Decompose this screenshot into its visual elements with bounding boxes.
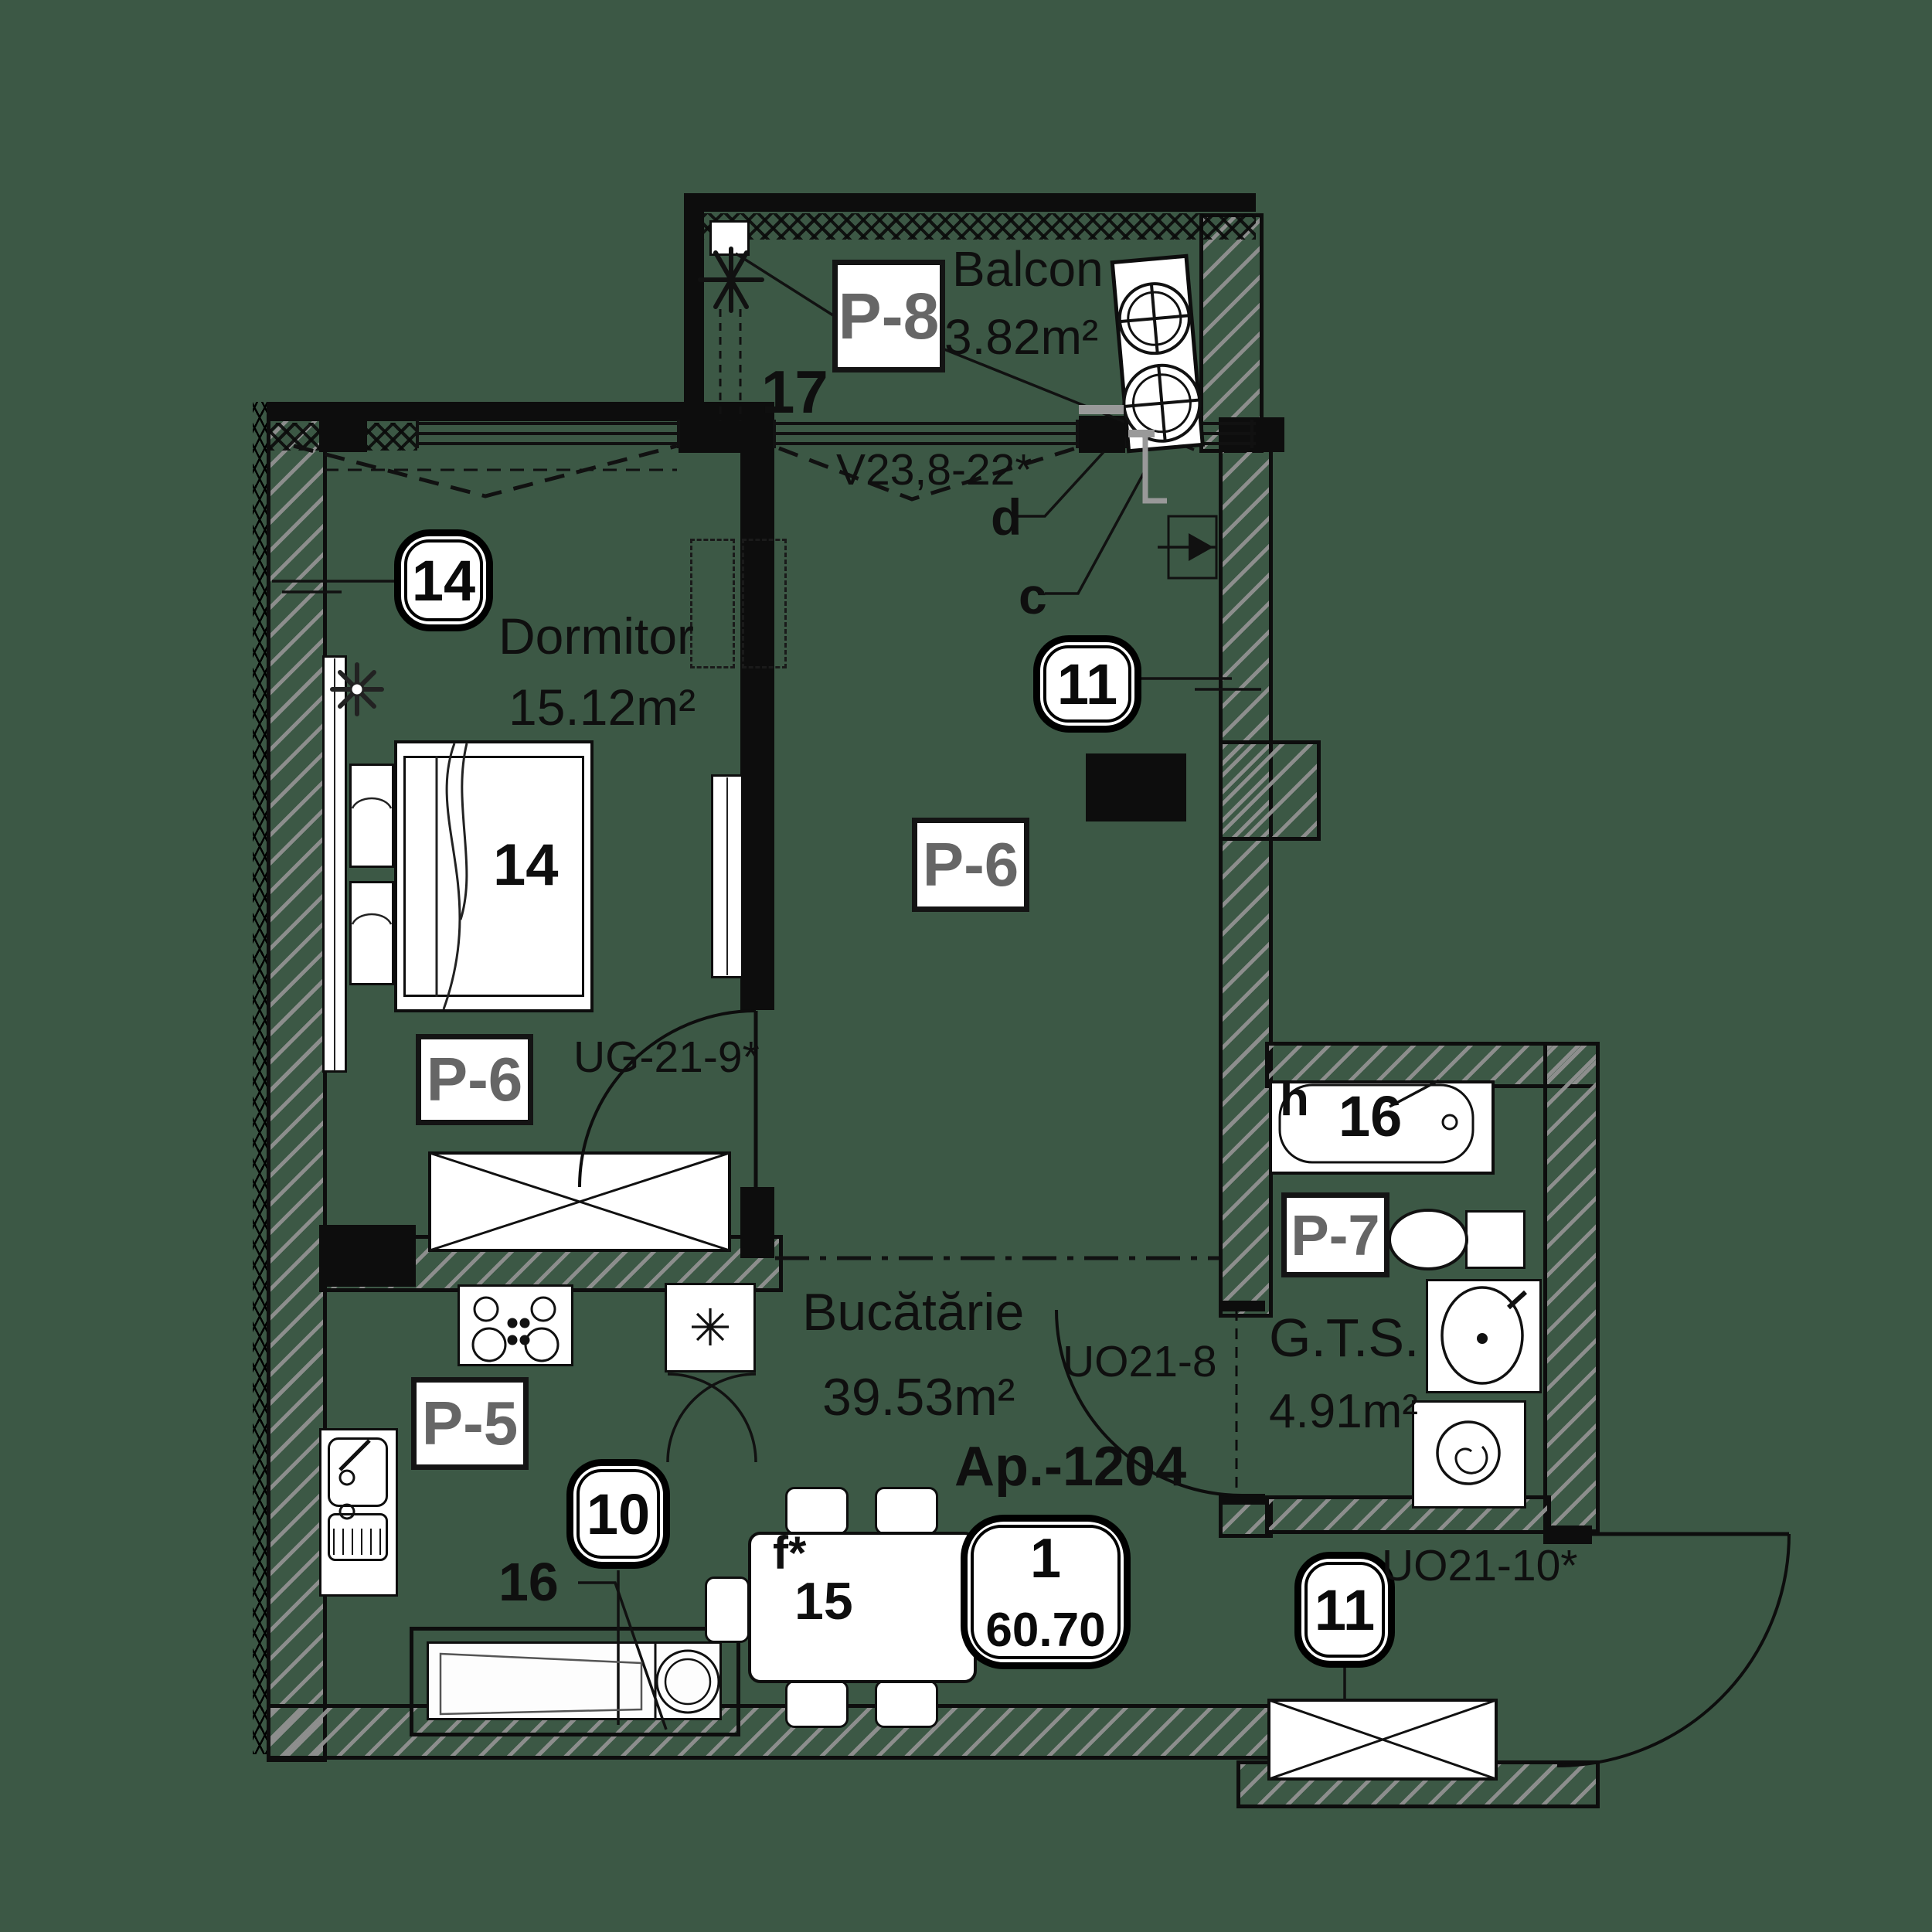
finish-badge-living: P-6 xyxy=(912,818,1029,912)
chair xyxy=(875,1680,938,1728)
kitchen-sink-details xyxy=(333,1439,381,1555)
opening-bedroom-door-code: UG-21-9* xyxy=(573,1032,760,1082)
tub-item-label: 16 xyxy=(1338,1084,1403,1148)
low-counter xyxy=(410,1627,740,1736)
plumbing-gray xyxy=(1079,405,1167,504)
apartment-unit-number: 1 xyxy=(1029,1527,1062,1590)
badge-hall-11: 11 xyxy=(1294,1552,1395,1668)
badge-hall-11-label: 11 xyxy=(1304,1562,1385,1658)
riser-d-label: d xyxy=(991,488,1022,546)
toilet-tank xyxy=(1465,1210,1526,1269)
wall-stub-pier xyxy=(1219,740,1321,841)
chair xyxy=(785,1487,849,1535)
room-area-gts: 4.91m² xyxy=(1269,1385,1418,1438)
badge-counter-10: 10 xyxy=(566,1459,670,1569)
room-name-balcon: Balcon xyxy=(952,241,1104,297)
living-right-wall xyxy=(1219,444,1273,1318)
washer-drum xyxy=(1436,1420,1501,1485)
room-area-bucatarie: 39.53m² xyxy=(822,1368,1015,1427)
nightstand xyxy=(349,881,394,985)
opening-bathroom-door-code: UO21-8 xyxy=(1063,1337,1217,1386)
ac-unit xyxy=(709,220,750,256)
room-area-balcon: 3.82m² xyxy=(944,309,1099,365)
door-swings xyxy=(578,1009,1791,1767)
bedroom-divider-wall-lower xyxy=(740,1187,774,1258)
radiator xyxy=(742,539,787,668)
badge-window-14-label: 14 xyxy=(404,539,483,621)
apartment-code: Ap.-1204 xyxy=(954,1436,1187,1498)
kitchen-sink-drainer xyxy=(328,1513,388,1561)
badge-window-14: 14 xyxy=(394,529,493,631)
table-item-label: 15 xyxy=(794,1572,853,1631)
bath-right-wall xyxy=(1543,1042,1600,1533)
bedroom-bottom-wall-pier xyxy=(319,1225,416,1287)
balcony-door-block xyxy=(1079,416,1125,453)
window-opening-dashes xyxy=(293,309,1219,1260)
appliance-star-icon: ✳ xyxy=(665,1283,756,1372)
chair xyxy=(785,1680,849,1728)
plant-icon xyxy=(330,662,384,716)
room-name-dormitor: Dormitor xyxy=(498,607,695,665)
toilet-bowl xyxy=(1388,1209,1468,1270)
top-left-pier xyxy=(319,417,367,452)
radiator xyxy=(690,539,735,668)
bath-bottom-wall xyxy=(1265,1495,1551,1534)
finish-badge-balcony: P-8 xyxy=(832,260,945,372)
bath-sink-bowl xyxy=(1440,1286,1528,1385)
balcony-top-wall xyxy=(684,193,1256,212)
finish-badge-kitchen: P-5 xyxy=(411,1377,529,1470)
counter-item-label: 16 xyxy=(498,1552,559,1612)
apartment-badge: 1 60.70 xyxy=(961,1515,1131,1669)
snowflake-icon xyxy=(698,247,764,313)
balcony-left-wall xyxy=(684,193,704,425)
badge-window-11-label: 11 xyxy=(1043,645,1131,723)
balcony-top-wall-hatch xyxy=(684,213,1256,240)
bathtub-inner xyxy=(1278,1083,1475,1164)
vent-symbol xyxy=(1158,515,1218,580)
washing-machine xyxy=(1412,1400,1526,1509)
nightstand xyxy=(349,764,394,868)
left-wall-insulation xyxy=(253,402,267,1754)
cabinet-arcs xyxy=(666,1372,757,1463)
bath-door-jamb-top xyxy=(1219,1301,1265,1311)
bedroom-divider-wall-upper xyxy=(740,452,774,1010)
kitchen-sink-basin xyxy=(328,1437,388,1507)
finish-badge-gts: P-7 xyxy=(1281,1192,1389,1277)
badge-window-11: 11 xyxy=(1033,635,1141,733)
finish-badge-bedroom: P-6 xyxy=(416,1034,533,1125)
bed-mattress xyxy=(403,756,584,997)
x-marks xyxy=(429,1151,1497,1781)
left-exterior-wall xyxy=(267,402,327,1762)
tub-note-label: h xyxy=(1280,1073,1309,1126)
low-counter-details xyxy=(439,1643,720,1720)
top-wall-pier xyxy=(679,402,774,453)
apartment-total-area: 60.70 xyxy=(985,1603,1106,1657)
room-area-dormitor: 15.12m² xyxy=(509,679,696,736)
bed-item-label: 14 xyxy=(493,832,559,898)
boiler-unit xyxy=(1110,253,1205,454)
appliance-star-glyph: ✳ xyxy=(689,1298,732,1356)
badge-counter-10-label: 10 xyxy=(577,1469,660,1559)
wall-stub xyxy=(1086,753,1186,821)
apartment-badge-inner: 1 60.70 xyxy=(971,1525,1121,1659)
opening-balcony-window-code: V23,8-22* xyxy=(836,445,1032,495)
riser-c-label: c xyxy=(1019,567,1047,624)
room-name-bucatarie: Bucătărie xyxy=(802,1283,1025,1342)
bed-details xyxy=(334,658,728,1071)
opening-entry-door-code: UO21-10* xyxy=(1382,1541,1578,1590)
room-name-gts: G.T.S. xyxy=(1269,1308,1420,1368)
stove-burners xyxy=(471,1296,560,1362)
dining-table xyxy=(748,1532,977,1683)
table-note-label: f* xyxy=(773,1527,807,1579)
item-17-label: 17 xyxy=(761,358,828,426)
